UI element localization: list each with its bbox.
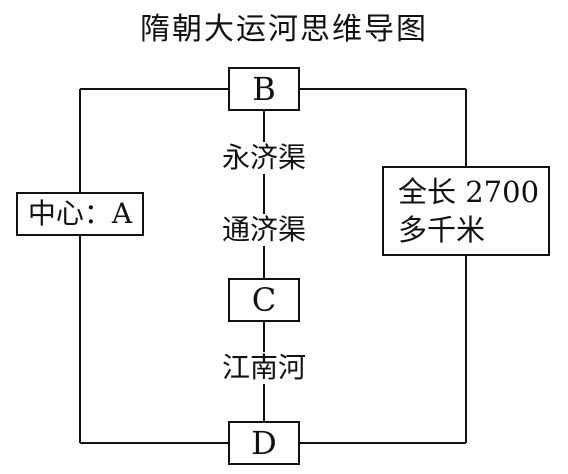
node-b: B [228, 67, 300, 111]
length-line-1: 全长 2700 [398, 175, 540, 209]
canal-label-tongji: 通济渠 [200, 214, 328, 246]
mind-map-title: 隋朝大运河思维导图 [140, 12, 428, 47]
canal-label-yongji: 永济渠 [200, 142, 328, 174]
node-c: C [228, 278, 300, 322]
canal-label-jiangnan: 江南河 [200, 352, 328, 384]
length-line-2: 多千米 [398, 213, 486, 247]
node-length: 全长 2700 多千米 [382, 166, 550, 256]
node-center-a: 中心：A [16, 192, 144, 236]
node-d: D [228, 421, 300, 465]
